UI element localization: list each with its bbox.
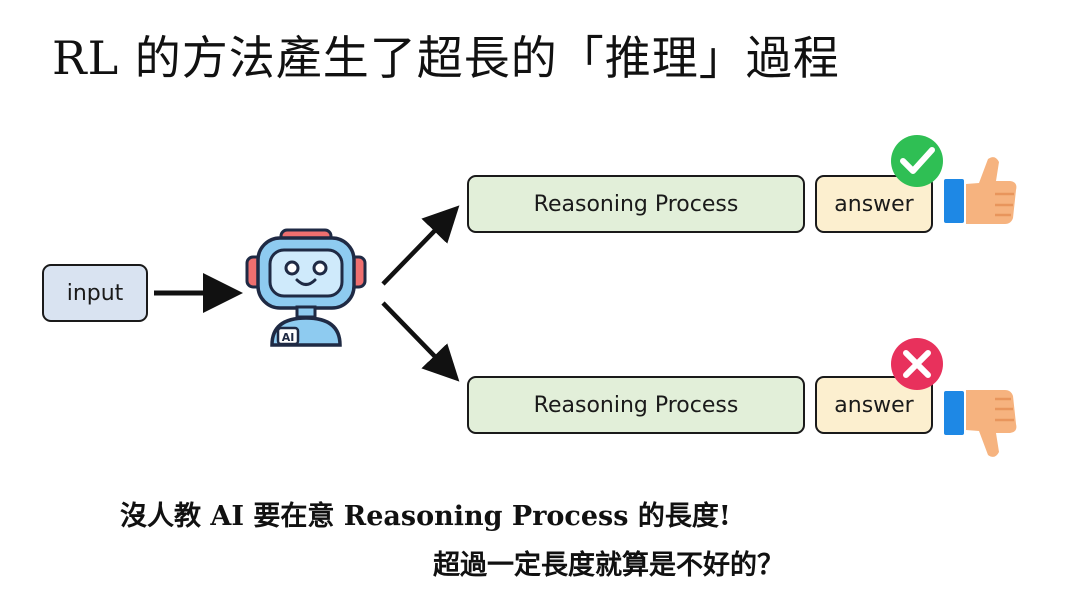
caption-line-2: 超過一定長度就算是不好的？ — [433, 550, 784, 581]
answer-label-bottom: answer — [834, 392, 914, 418]
reasoning-label-top: Reasoning Process — [533, 191, 739, 217]
arrow-ai-to-bottom — [381, 301, 460, 382]
ai-robot-icon: AI — [245, 228, 367, 347]
thumbs-up-icon — [944, 157, 1017, 224]
reasoning-label-bottom: Reasoning Process — [533, 392, 739, 418]
input-box: input — [42, 264, 148, 322]
page-title: RL 的方法產生了超長的「推理」過程 — [52, 31, 840, 85]
input-label: input — [66, 280, 124, 306]
robot-badge-label: AI — [282, 331, 295, 344]
reasoning-process-box-top: Reasoning Process — [467, 175, 805, 233]
caption-line-1: 沒人教 AI 要在意 Reasoning Process 的長度! — [120, 501, 731, 532]
reasoning-process-box-bottom: Reasoning Process — [467, 376, 805, 434]
answer-box-bottom: answer — [815, 376, 933, 434]
arrow-ai-to-top — [381, 205, 460, 286]
answer-box-top: answer — [815, 175, 933, 233]
thumbs-down-icon — [944, 390, 1017, 457]
answer-label-top: answer — [834, 191, 914, 217]
